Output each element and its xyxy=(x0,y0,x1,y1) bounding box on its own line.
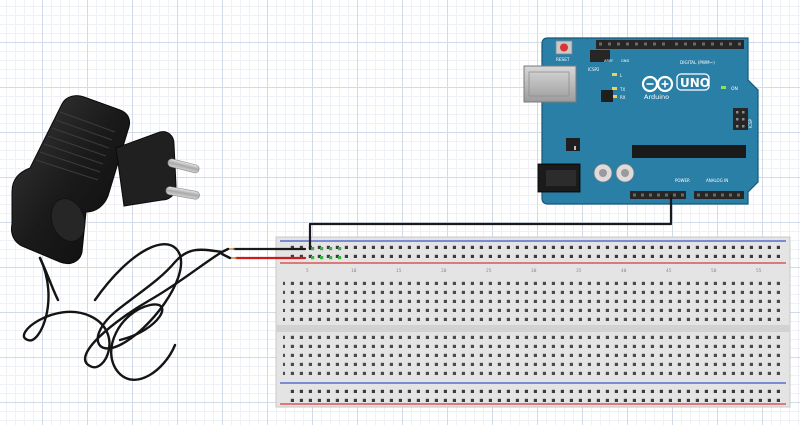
svg-text:30: 30 xyxy=(531,268,537,274)
regulator-chip xyxy=(566,138,580,151)
gnd-label: GND xyxy=(621,59,629,63)
led-tx xyxy=(612,87,617,90)
svg-text:15: 15 xyxy=(396,268,402,274)
led-l xyxy=(612,73,617,76)
icsp-header xyxy=(733,108,748,130)
center-channel xyxy=(276,325,790,332)
svg-text:10: 10 xyxy=(351,268,357,274)
adapter-ribs xyxy=(35,111,116,181)
led-on-label: ON xyxy=(731,86,738,92)
icsp-label: ICSP xyxy=(748,118,753,128)
uno-model: UNO xyxy=(680,76,710,90)
digital-label: DIGITAL (PWM~) xyxy=(680,60,715,65)
led-on xyxy=(721,86,726,89)
icsp2-label: ICSP2 xyxy=(588,67,600,72)
aref-label: AREF xyxy=(604,59,613,63)
plug-prong-top xyxy=(167,158,200,174)
power-label: POWER xyxy=(675,178,690,183)
led-tx-label: TX xyxy=(619,87,625,92)
led-l-label: L xyxy=(620,73,623,78)
svg-text:55: 55 xyxy=(756,268,762,274)
terminal-block-lower xyxy=(283,334,784,380)
svg-text:45: 45 xyxy=(666,268,672,274)
adapter-cable-coil xyxy=(22,243,232,381)
breadboard: 5 10 15 20 25 30 35 40 45 50 55 xyxy=(275,236,791,408)
svg-text:35: 35 xyxy=(576,268,582,274)
svg-text:25: 25 xyxy=(486,268,492,274)
analog-header xyxy=(694,191,744,199)
arduino-pcb xyxy=(541,37,759,205)
terminal-block-upper xyxy=(283,276,784,322)
uno-badge xyxy=(676,73,710,91)
black-wire-arduino-gnd xyxy=(308,194,673,251)
active-rail-holes xyxy=(311,247,342,260)
svg-text:20: 20 xyxy=(441,268,447,274)
adapter-body xyxy=(11,95,131,265)
reset-label: RESET xyxy=(556,57,570,62)
top-rail-holes xyxy=(286,245,781,261)
svg-text:5: 5 xyxy=(306,268,309,274)
led-rx xyxy=(612,95,617,98)
arduino-uno-board: RESET ICSP2 DIGITAL (PWM~) AREF GND L TX… xyxy=(523,37,759,205)
svg-text:50: 50 xyxy=(711,268,717,274)
arduino-logo-icon xyxy=(641,75,674,93)
adapter-label-plate xyxy=(50,198,86,242)
digital-header xyxy=(596,40,744,49)
analog-label: ANALOG IN xyxy=(706,178,728,183)
led-rx-label: RX xyxy=(620,95,626,100)
usb-connector xyxy=(523,65,577,103)
wires xyxy=(226,194,673,260)
icsp2-header xyxy=(590,50,610,62)
bottom-rail-holes xyxy=(286,386,781,402)
atmega-chip xyxy=(632,145,746,158)
svg-text:40: 40 xyxy=(621,268,627,274)
power-adapter xyxy=(11,95,232,381)
usb-chip xyxy=(601,90,613,102)
arduino-brand: Arduino xyxy=(644,93,669,101)
adapter-plug-head xyxy=(115,131,177,207)
plug-prong-bottom xyxy=(165,186,200,200)
